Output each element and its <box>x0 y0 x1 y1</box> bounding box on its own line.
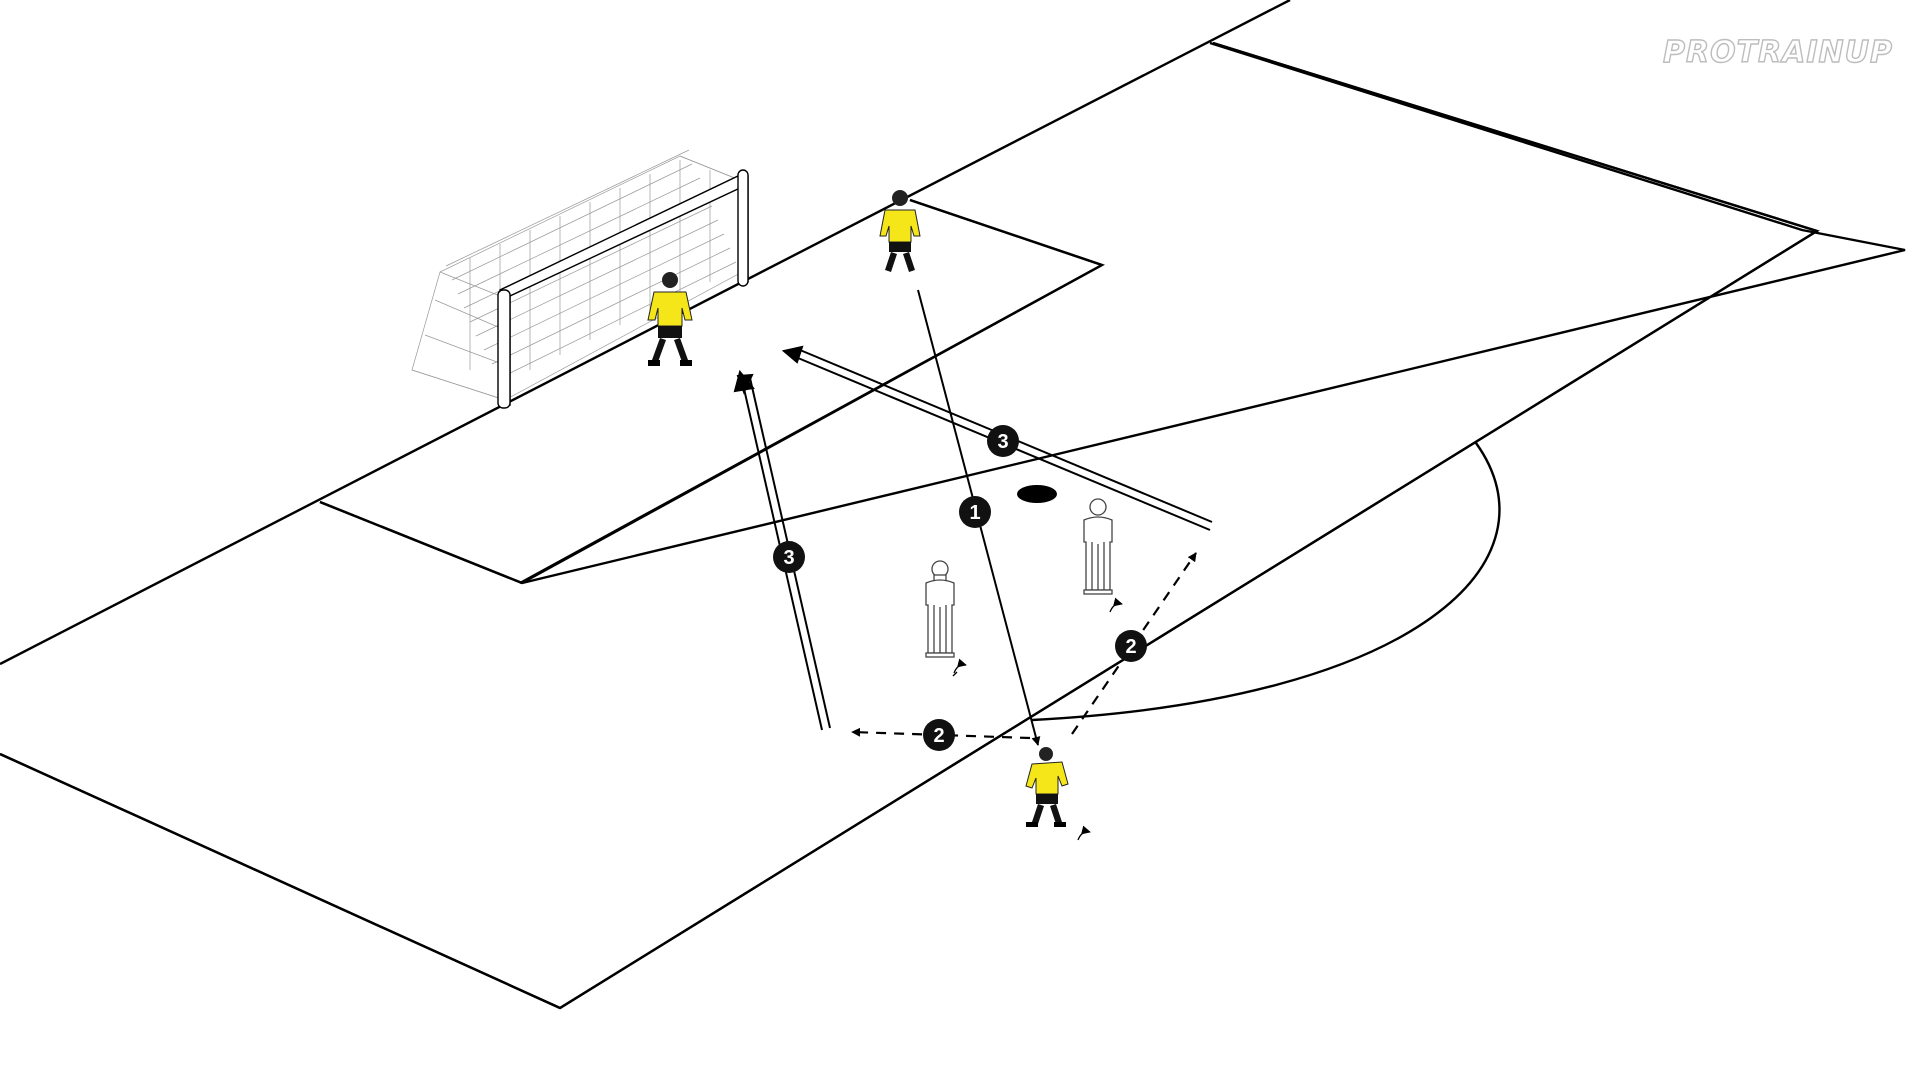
turn-arrow-icon <box>1109 597 1123 613</box>
step-label: 2 <box>933 725 944 747</box>
step-marker-3-left: 3 <box>773 541 805 573</box>
pitch-boxes <box>0 41 1818 1010</box>
step-marker-1: 1 <box>959 496 991 528</box>
penalty-area <box>319 41 1906 585</box>
goal-area <box>519 198 1105 585</box>
step-marker-2-left: 2 <box>923 719 955 751</box>
penalty-arc <box>1031 442 1501 722</box>
goalkeeper <box>647 272 693 366</box>
mannequin-right <box>1083 498 1123 613</box>
goal-frame <box>497 169 749 409</box>
mannequin-left <box>925 560 967 677</box>
goal-line <box>0 0 1291 666</box>
step-marker-2-right: 2 <box>1115 630 1147 662</box>
player-icon <box>879 190 921 272</box>
goal-icon <box>411 149 749 409</box>
striker <box>1025 747 1091 841</box>
turn-arrow-icon <box>1077 825 1091 841</box>
server <box>879 190 921 272</box>
outer-boundary <box>0 41 1820 1010</box>
turn-arrow-icon <box>952 658 967 677</box>
watermark-logo: PROTRAINUP <box>1663 35 1893 70</box>
player-icon <box>1025 747 1069 827</box>
penalty-area-front <box>320 267 1100 502</box>
mannequin-icon <box>925 560 955 658</box>
ball-icon <box>1017 485 1057 503</box>
step-label: 3 <box>997 431 1008 453</box>
step-label: 1 <box>969 502 980 524</box>
goalkeeper-icon <box>647 272 693 366</box>
step-label: 2 <box>1125 636 1136 658</box>
step-marker-3-right: 3 <box>987 425 1019 457</box>
dribble-line-2-left <box>851 727 1031 740</box>
goal-net <box>411 149 743 401</box>
mannequin-icon <box>1083 498 1113 595</box>
step-label: 3 <box>783 547 794 569</box>
pitch-lines <box>0 0 1906 1010</box>
